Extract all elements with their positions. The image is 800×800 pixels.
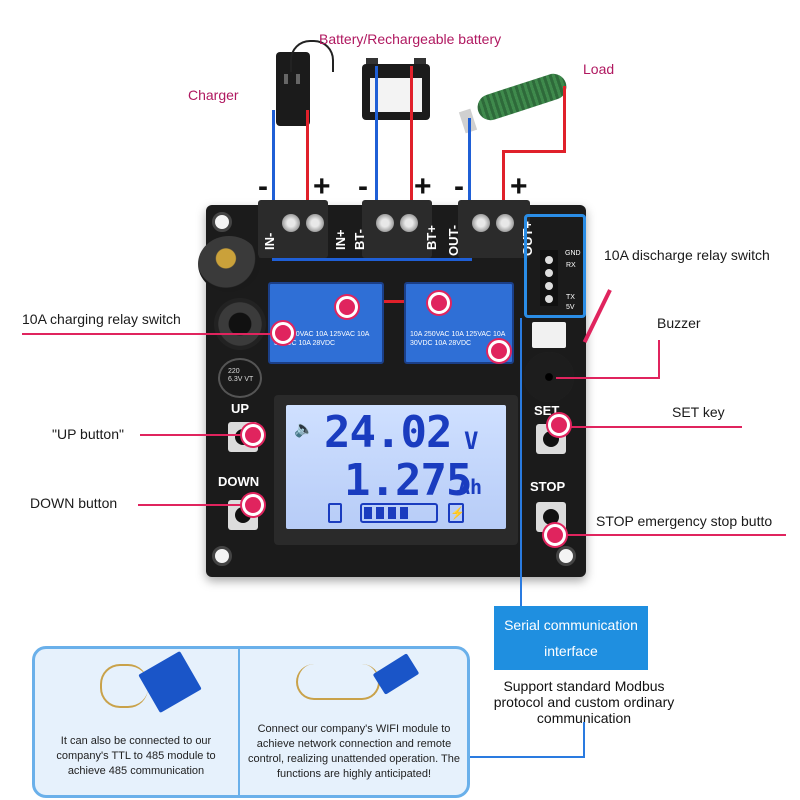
terminal-label-bt-pos: BT+	[424, 225, 439, 250]
battery-device	[362, 58, 430, 120]
terminal-screw[interactable]	[306, 214, 324, 232]
wire-bus-blue	[272, 258, 472, 261]
voltage-value: 24.02	[324, 407, 452, 458]
battery-title: Battery/Rechargeable battery	[319, 31, 502, 47]
up-button-marker	[242, 424, 264, 446]
capacity-unit: Ah	[458, 475, 483, 499]
terminal-screw[interactable]	[400, 214, 418, 232]
wire-load-neg-v	[468, 118, 471, 260]
voltage-unit: V	[464, 427, 479, 455]
serial-header	[524, 214, 586, 318]
battery-segment	[364, 507, 372, 519]
wire-load-pos-h	[502, 150, 566, 153]
polarity-bt-neg: -	[358, 170, 368, 203]
discharge-relay-label: 10A discharge relay switch	[604, 247, 770, 263]
cap-label: 220 6.3V VT	[228, 368, 254, 383]
set-key-marker	[548, 414, 570, 436]
discharge-relay-marker	[488, 340, 510, 362]
terminal-screw[interactable]	[496, 214, 514, 232]
serial-box-line2: interface	[544, 643, 598, 659]
buzzer-label: Buzzer	[657, 315, 701, 331]
white-connector	[532, 322, 566, 348]
mount-hole	[212, 212, 232, 232]
serial-pin-tx: TX	[566, 294, 575, 301]
terminal-screw[interactable]	[472, 214, 490, 232]
small-capacitor: 220 6.3V VT	[218, 358, 262, 398]
terminal-label-bt-neg: BT-	[352, 229, 367, 250]
wire-battery-neg	[375, 66, 378, 260]
serial-pin-rx: RX	[566, 262, 576, 269]
panel-divider	[238, 646, 240, 798]
battery-segment	[376, 507, 384, 519]
terminal-screw[interactable]	[282, 214, 300, 232]
charging-relay-label: 10A charging relay switch	[22, 311, 181, 327]
capacity-value: 1.275	[344, 455, 472, 506]
charge-icon: ⚡	[448, 503, 465, 523]
polarity-in-pos: +	[313, 170, 331, 203]
speaker-icon: 🔈	[294, 419, 314, 438]
relay-coil-marker-1	[336, 296, 358, 318]
terminal-out	[458, 200, 530, 258]
silk-stop: STOP	[530, 479, 566, 494]
inductor	[214, 298, 266, 350]
mount-hole	[556, 546, 576, 566]
serial-pin-block	[540, 250, 558, 306]
ttl-485-cable	[100, 664, 148, 708]
serial-box-line1: Serial communication	[504, 617, 638, 633]
stop-button-label: STOP emergency stop butto	[596, 513, 773, 529]
charger-label: Charger	[188, 87, 239, 103]
charging-relay-marker	[272, 322, 294, 344]
battery-segment	[400, 507, 408, 519]
modbus-description: Support standard Modbus protocol and cus…	[493, 678, 675, 726]
polarity-bt-pos: +	[414, 170, 432, 203]
wire-charger-neg	[272, 110, 275, 260]
lcd-screen: 🔈 24.02 V 1.275 Ah ⚡	[286, 405, 506, 529]
battery-segment	[388, 507, 396, 519]
terminal-screw[interactable]	[376, 214, 394, 232]
down-button-marker	[242, 494, 264, 516]
relay1-rating: 10A 250VAC 10A 125VAC 10A 30VDC 10A 28VD…	[274, 331, 370, 348]
wire-load-pos-v1	[563, 86, 566, 152]
polarity-out-pos: +	[510, 170, 528, 203]
capacitor	[198, 236, 260, 292]
serial-pin-gnd: GND	[565, 250, 581, 257]
relay2-rating: 10A 250VAC 10A 125VAC 10A 30VDC 10A 28VD…	[410, 331, 506, 348]
terminal-label-out-neg: OUT-	[446, 224, 461, 256]
silk-down: DOWN	[218, 474, 260, 489]
load-label: Load	[583, 61, 615, 77]
polarity-out-neg: -	[454, 170, 464, 203]
stop-button-marker	[544, 524, 566, 546]
lcd-display: 🔈 24.02 V 1.275 Ah ⚡	[274, 395, 518, 545]
terminal-label-in-neg: IN-	[262, 232, 277, 250]
silk-up: UP	[231, 401, 250, 416]
charger-cable	[290, 40, 334, 72]
serial-interface-box: Serial communication interface	[494, 606, 648, 670]
terminal-label-in-pos: IN+	[333, 229, 348, 250]
relay-coil-marker-2	[428, 292, 450, 314]
down-button-label: DOWN button	[30, 495, 118, 511]
wifi-description: Connect our company's WIFI module to ach…	[248, 723, 460, 780]
serial-pin-5v: 5V	[566, 304, 575, 311]
wire-battery-pos	[410, 66, 413, 260]
battery-level-bar	[360, 503, 438, 523]
up-button-label: "UP button"	[52, 426, 124, 442]
polarity-in-neg: -	[258, 170, 268, 203]
terminal-bt	[362, 200, 432, 258]
ttl-485-description: It can also be connected to our company'…	[56, 735, 216, 777]
wire-charger-pos	[306, 110, 309, 260]
wifi-cable	[296, 664, 380, 700]
set-key-label: SET key	[672, 404, 725, 420]
battery-icon-left	[328, 503, 342, 523]
load-resistor	[474, 70, 570, 124]
mount-hole	[212, 546, 232, 566]
